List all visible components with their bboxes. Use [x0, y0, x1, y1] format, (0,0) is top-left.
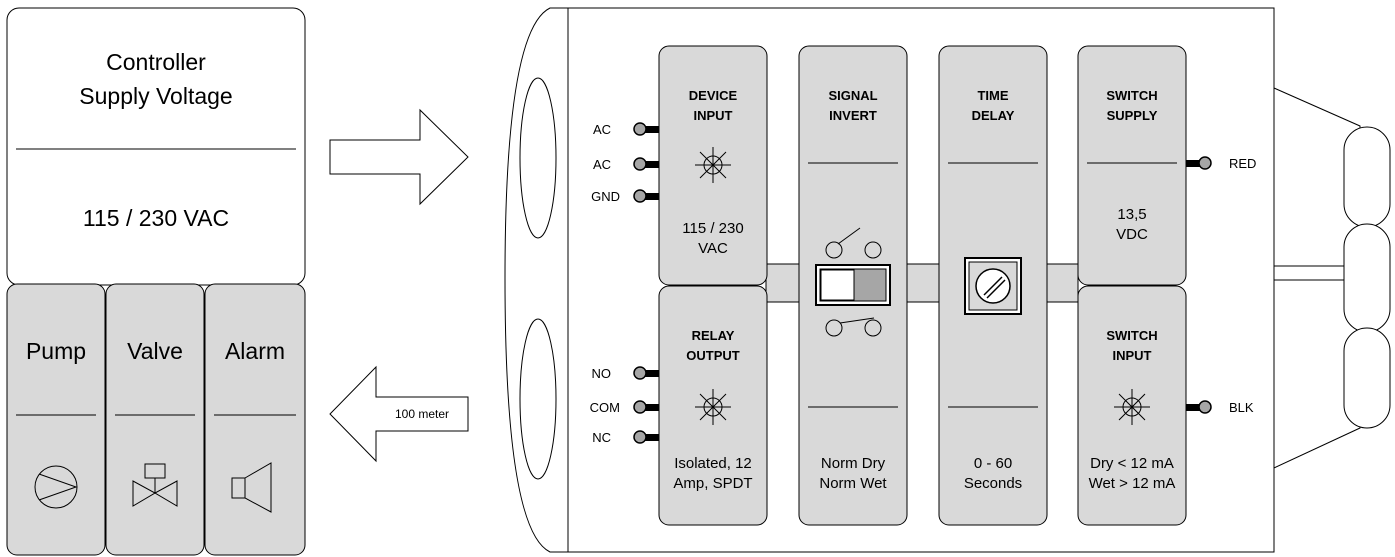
- terminal-ac-2[interactable]: AC: [593, 157, 659, 172]
- horn-icon: [231, 462, 272, 513]
- output-label-alarm: Alarm: [225, 338, 285, 364]
- switch-input-value-2: Wet > 12 mA: [1089, 475, 1176, 492]
- switch-supply-value-1: 13,5: [1117, 206, 1146, 223]
- device-input-value-2: VAC: [698, 240, 728, 257]
- distance-label: 100 meter: [395, 407, 449, 421]
- output-valve-box: Valve: [105, 283, 205, 556]
- pump-icon: [34, 465, 78, 509]
- terminal-gnd[interactable]: GND: [591, 189, 659, 204]
- supply-title-line1: Controller: [106, 49, 206, 75]
- relay-output-title-2: OUTPUT: [686, 348, 740, 363]
- signal-invert-value-1: Norm Dry: [821, 455, 886, 472]
- terminal-label: NC: [592, 430, 611, 445]
- supply-voltage-box: Controller Supply Voltage 115 / 230 VAC: [6, 7, 306, 286]
- terminal-red[interactable]: RED: [1186, 156, 1256, 171]
- device-input-title-2: INPUT: [694, 108, 733, 123]
- time-delay-value-1: 0 - 60: [974, 455, 1012, 472]
- terminal-label: BLK: [1229, 400, 1254, 415]
- relay-output-value-1: Isolated, 12: [674, 455, 752, 472]
- terminal-label: RED: [1229, 156, 1256, 171]
- output-alarm-box: Alarm: [204, 283, 306, 556]
- relay-output-value-2: Amp, SPDT: [673, 475, 752, 492]
- output-label-pump: Pump: [26, 338, 86, 364]
- supply-arrow: [329, 108, 469, 206]
- time-delay-title-2: DELAY: [972, 108, 1015, 123]
- module-device-input: DEVICE INPUT 115 / 230 VAC: [658, 45, 768, 286]
- switch-supply-value-2: VDC: [1116, 226, 1148, 243]
- switch-supply-title-2: SUPPLY: [1107, 108, 1158, 123]
- device-input-value-1: 115 / 230: [682, 220, 743, 237]
- switch-input-value-1: Dry < 12 mA: [1090, 455, 1174, 472]
- supply-title-line2: Supply Voltage: [79, 83, 232, 109]
- terminal-nc[interactable]: NC: [592, 430, 659, 445]
- switch-input-title-2: INPUT: [1113, 348, 1152, 363]
- supply-value: 115 / 230 VAC: [83, 205, 229, 231]
- terminal-label: AC: [593, 122, 611, 137]
- module-switch-input: SWITCH INPUT Dry < 12 mA Wet > 12 mA: [1077, 285, 1187, 526]
- device-input-title-1: DEVICE: [689, 88, 738, 103]
- switch-input-title-1: SWITCH: [1106, 328, 1157, 343]
- signal-invert-title-1: SIGNAL: [828, 88, 877, 103]
- output-pump-box: Pump: [6, 283, 106, 556]
- module-switch-supply: SWITCH SUPPLY 13,5 VDC: [1077, 45, 1187, 286]
- terminal-com[interactable]: COM: [590, 400, 659, 415]
- led-icon: [695, 147, 731, 183]
- led-icon: [695, 389, 731, 425]
- terminal-label: COM: [590, 400, 620, 415]
- terminal-label: GND: [591, 189, 620, 204]
- time-delay-value-2: Seconds: [964, 475, 1022, 492]
- module-signal-invert: SIGNAL INVERT Norm Dry Norm Wet: [798, 45, 908, 526]
- switch-supply-title-1: SWITCH: [1106, 88, 1157, 103]
- terminal-blk[interactable]: BLK: [1186, 400, 1254, 415]
- terminal-no[interactable]: NO: [592, 366, 660, 381]
- switch-closed-icon: [825, 317, 882, 337]
- time-delay-title-1: TIME: [977, 88, 1008, 103]
- terminal-label: NO: [592, 366, 612, 381]
- terminal-block-input: AC AC GND: [591, 122, 659, 204]
- valve-icon: [132, 463, 178, 507]
- signal-invert-value-2: Norm Wet: [819, 475, 887, 492]
- module-time-delay: TIME DELAY 0 - 60 Seconds: [938, 45, 1048, 526]
- delay-potentiometer[interactable]: [964, 257, 1022, 315]
- signal-invert-title-2: INVERT: [829, 108, 877, 123]
- invert-toggle-switch[interactable]: [815, 264, 891, 306]
- relay-output-title-1: RELAY: [692, 328, 735, 343]
- output-label-valve: Valve: [127, 338, 183, 364]
- terminal-ac-1[interactable]: AC: [593, 122, 659, 137]
- switch-open-icon: [825, 227, 882, 259]
- module-relay-output: RELAY OUTPUT Isolated, 12 Amp, SPDT: [658, 285, 768, 526]
- led-icon: [1114, 389, 1150, 425]
- output-arrow: 100 meter: [329, 365, 469, 463]
- terminal-label: AC: [593, 157, 611, 172]
- terminal-block-output: NO COM NC: [590, 366, 659, 445]
